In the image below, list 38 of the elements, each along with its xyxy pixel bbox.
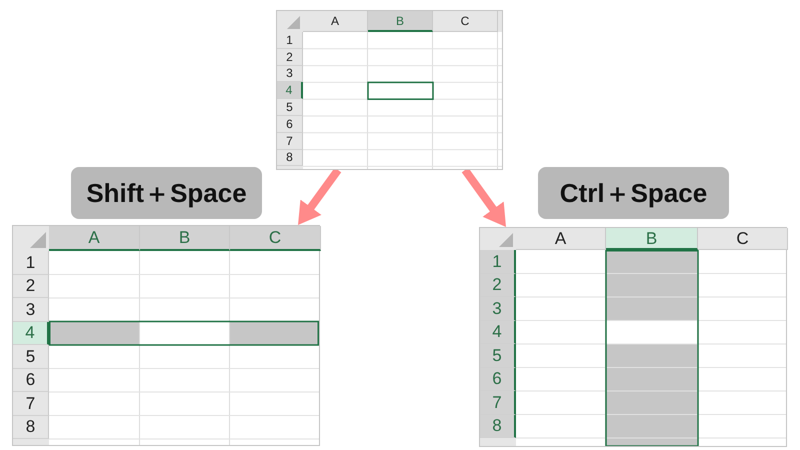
spreadsheet xyxy=(12,225,320,446)
column-header: A xyxy=(303,11,368,32)
row-header: 3 xyxy=(13,298,49,322)
row-header: 4 xyxy=(480,320,516,344)
column-header: B xyxy=(368,11,433,32)
row-header: 2 xyxy=(480,274,516,297)
row-header: 7 xyxy=(480,391,516,414)
row-header: 6 xyxy=(277,116,303,133)
column-header: C xyxy=(698,228,788,250)
row-header: 5 xyxy=(277,99,303,116)
column-header: A xyxy=(516,228,606,250)
column-header: B xyxy=(140,226,230,251)
row-header: 6 xyxy=(480,368,516,391)
row-header: 1 xyxy=(480,250,516,274)
row-header: 8 xyxy=(277,150,303,166)
spreadsheet xyxy=(479,227,787,447)
column-header: A xyxy=(49,226,140,251)
row-header: 5 xyxy=(13,345,49,368)
column-header: C xyxy=(230,226,321,251)
spreadsheet xyxy=(276,10,503,170)
row-header: 2 xyxy=(277,48,303,66)
row-header: 3 xyxy=(480,297,516,320)
column-header: C xyxy=(433,11,498,32)
row-header: 1 xyxy=(13,251,49,274)
row-header: 6 xyxy=(13,368,49,392)
row-header: 7 xyxy=(13,392,49,416)
row-header: 8 xyxy=(13,416,49,439)
label-box: Shift＋Space xyxy=(71,167,262,219)
column-header: B xyxy=(606,228,698,250)
label-box: Ctrl＋Space xyxy=(538,167,729,219)
row-header: 4 xyxy=(13,322,49,345)
row-header: 3 xyxy=(277,66,303,82)
row-header: 1 xyxy=(277,32,303,49)
row-header: 7 xyxy=(277,132,303,150)
row-header: 4 xyxy=(277,82,303,100)
row-header: 2 xyxy=(13,274,49,298)
row-header: 5 xyxy=(480,344,516,368)
row-header: 8 xyxy=(480,414,516,438)
